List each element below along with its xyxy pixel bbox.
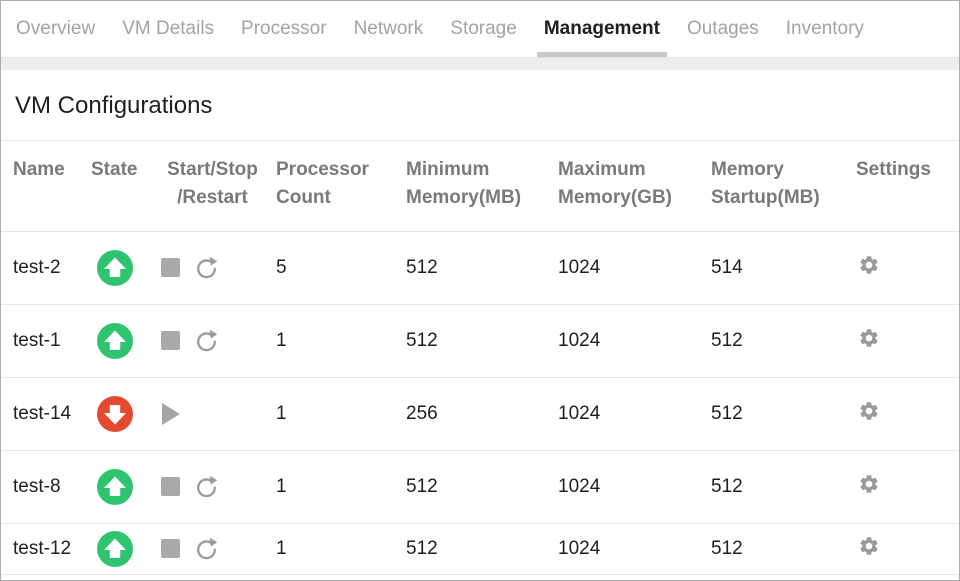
settings-gear-icon[interactable] <box>858 535 880 557</box>
memory-startup: 512 <box>711 450 856 524</box>
tab-overview[interactable]: Overview <box>16 18 96 39</box>
column-header-start-stop-restart: Start/Stop /Restart <box>159 141 276 232</box>
state-up-icon <box>97 468 133 505</box>
vm-name: test-12 <box>1 523 91 575</box>
min-memory: 256 <box>406 377 558 451</box>
stop-button[interactable] <box>161 539 180 558</box>
memory-startup: 512 <box>711 377 856 451</box>
column-header-name: Name <box>1 141 91 232</box>
stop-button[interactable] <box>161 331 180 350</box>
column-header-max-memory: Maximum Memory(GB) <box>558 141 711 232</box>
column-header-state: State <box>91 141 159 232</box>
column-header-settings: Settings <box>856 141 959 232</box>
max-memory: 1024 <box>558 231 711 305</box>
vm-configurations-panel: VM Configurations Name State Start/Stop … <box>1 70 959 575</box>
processor-count: 5 <box>276 231 406 305</box>
vm-name: test-1 <box>1 304 91 378</box>
memory-startup: 512 <box>711 304 856 378</box>
table-header-row: Name State Start/Stop /Restart Processor… <box>1 141 959 232</box>
column-header-memory-startup: Memory Startup(MB) <box>711 141 856 232</box>
start-button[interactable] <box>161 402 181 425</box>
restart-button[interactable] <box>194 329 219 353</box>
tabbar-separator <box>1 57 959 70</box>
tab-outages[interactable]: Outages <box>686 18 759 39</box>
restart-button[interactable] <box>194 537 219 561</box>
vm-name: test-8 <box>1 450 91 524</box>
max-memory: 1024 <box>558 523 711 575</box>
column-header-min-memory: Minimum Memory(MB) <box>406 141 558 232</box>
memory-startup: 512 <box>711 523 856 575</box>
stop-button[interactable] <box>161 258 180 277</box>
settings-gear-icon[interactable] <box>858 473 880 495</box>
vm-configurations-table: Name State Start/Stop /Restart Processor… <box>1 141 959 575</box>
processor-count: 1 <box>276 523 406 575</box>
min-memory: 512 <box>406 304 558 378</box>
tab-processor[interactable]: Processor <box>241 18 327 39</box>
restart-button[interactable] <box>194 475 219 499</box>
tab-inventory[interactable]: Inventory <box>785 18 864 39</box>
table-row: test-2 5 512 1024 514 <box>1 231 959 305</box>
restart-button[interactable] <box>194 256 219 280</box>
vm-name: test-14 <box>1 377 91 451</box>
tab-management[interactable]: Management <box>536 1 668 57</box>
tab-bar: Overview VM Details Processor Network St… <box>1 1 959 57</box>
min-memory: 512 <box>406 231 558 305</box>
tab-storage[interactable]: Storage <box>450 18 517 39</box>
page-title: VM Configurations <box>1 70 959 141</box>
settings-gear-icon[interactable] <box>858 327 880 349</box>
state-up-icon <box>97 322 133 359</box>
tab-vm-details[interactable]: VM Details <box>122 18 215 39</box>
vm-name: test-2 <box>1 231 91 305</box>
stop-button[interactable] <box>161 477 180 496</box>
tab-network[interactable]: Network <box>353 18 424 39</box>
settings-gear-icon[interactable] <box>858 400 880 422</box>
max-memory: 1024 <box>558 450 711 524</box>
memory-startup: 514 <box>711 231 856 305</box>
state-up-icon <box>97 249 133 286</box>
state-down-icon <box>97 395 133 432</box>
table-row: test-14 1 256 1024 512 <box>1 377 959 451</box>
table-row: test-12 1 512 1024 512 <box>1 523 959 575</box>
min-memory: 512 <box>406 523 558 575</box>
max-memory: 1024 <box>558 377 711 451</box>
min-memory: 512 <box>406 450 558 524</box>
processor-count: 1 <box>276 450 406 524</box>
max-memory: 1024 <box>558 304 711 378</box>
processor-count: 1 <box>276 377 406 451</box>
table-row: test-1 1 512 1024 512 <box>1 304 959 378</box>
column-header-processor-count: Processor Count <box>276 141 406 232</box>
state-up-icon <box>97 530 133 567</box>
table-row: test-8 1 512 1024 512 <box>1 450 959 524</box>
processor-count: 1 <box>276 304 406 378</box>
settings-gear-icon[interactable] <box>858 254 880 276</box>
